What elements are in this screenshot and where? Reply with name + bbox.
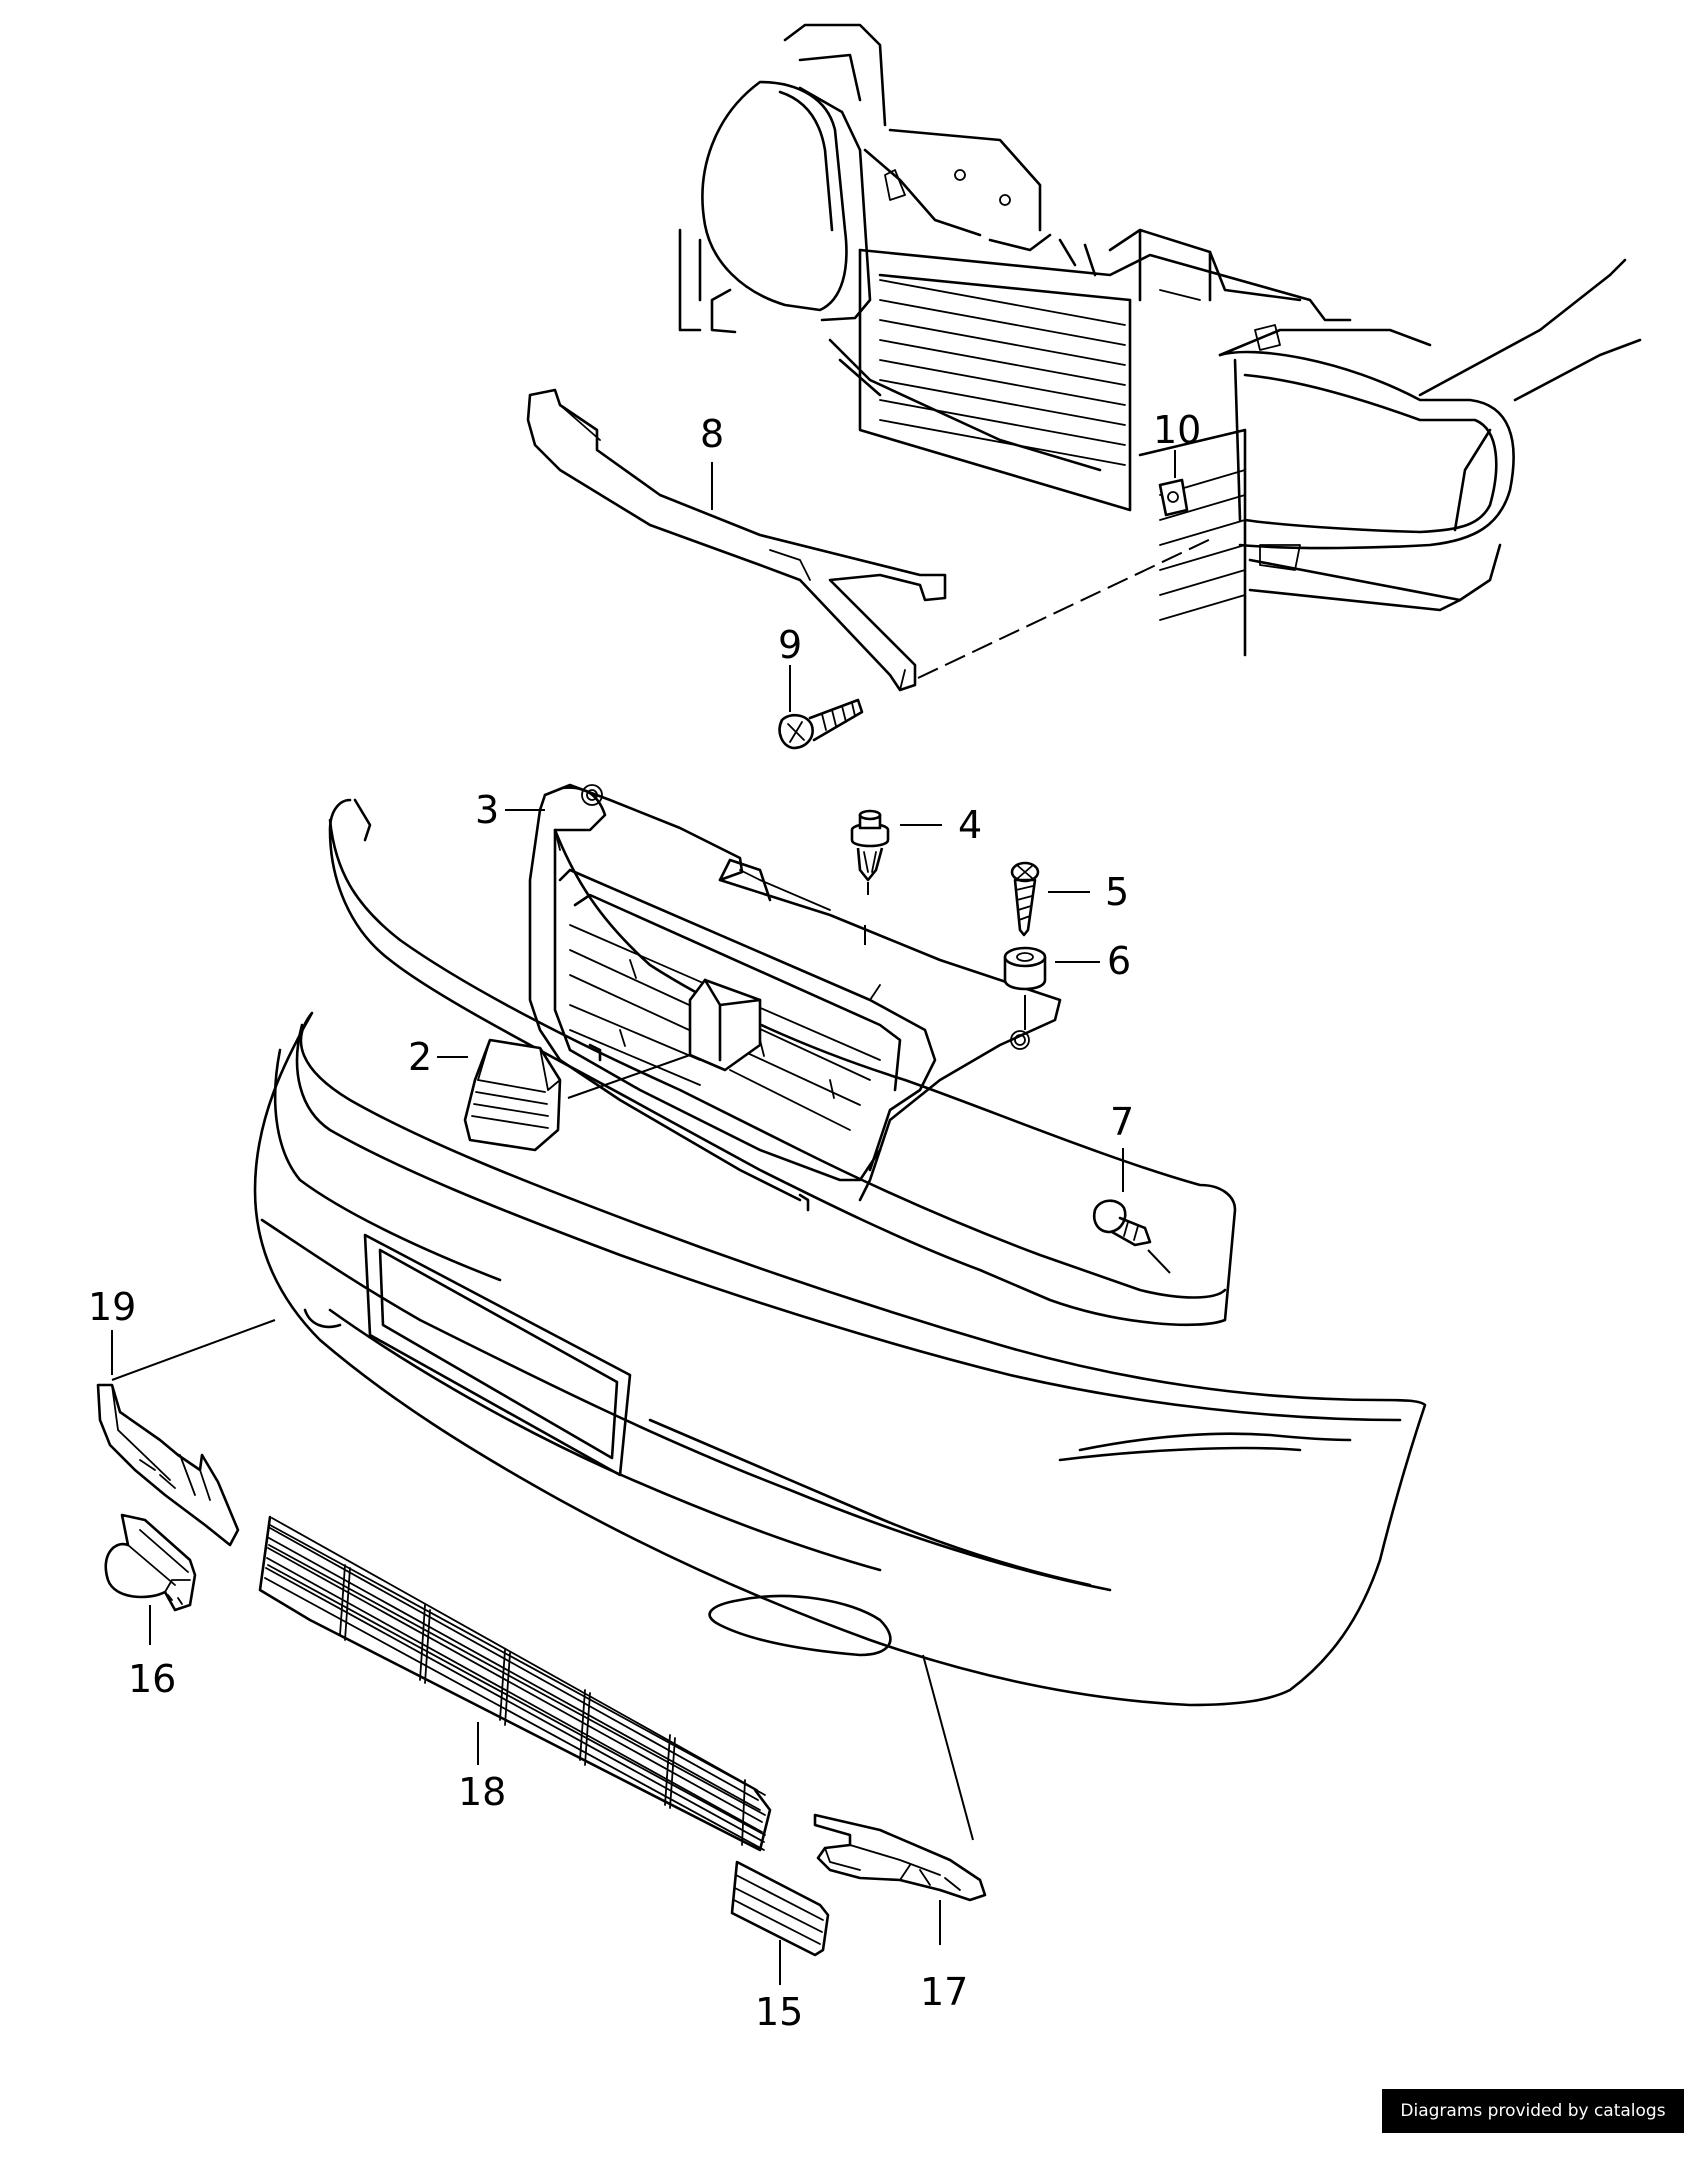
part-17-bracket [813, 1813, 987, 1945]
callout-16: 16 [128, 1657, 176, 1701]
callout-3: 3 [475, 788, 499, 832]
part-6-spacer-sleeve [1003, 946, 1100, 1030]
part-3-radiator-grille [328, 783, 1237, 1327]
part-7-screw [1092, 1148, 1171, 1274]
callout-2: 2 [408, 1035, 432, 1079]
callout-8: 8 [700, 412, 724, 456]
part-5-screw [1010, 861, 1090, 937]
leader-19 [111, 1319, 276, 1381]
callout-10: 10 [1153, 408, 1201, 452]
callout-18: 18 [458, 1770, 506, 1814]
part-15-insert [730, 1860, 830, 1985]
grille-emblem-mount [688, 978, 762, 1072]
callout-15: 15 [755, 1990, 803, 2034]
callout-5: 5 [1105, 870, 1129, 914]
part-2-emblem [437, 1038, 562, 1152]
bumper-cover [253, 1011, 1427, 1841]
parts-diagram: 2 3 4 5 6 7 8 9 10 15 16 17 18 19 [88, 23, 1642, 2034]
callout-6: 6 [1107, 939, 1131, 983]
callout-labels: 2 3 4 5 6 7 8 9 10 15 16 17 18 19 [88, 408, 1201, 2034]
diagram-credit-banner: Diagrams provided by catalogs parts [1382, 2089, 1684, 2165]
part-18-lower-grille [258, 1515, 772, 1852]
part-4-expanding-clip [850, 809, 942, 945]
part-8-lock-carrier [526, 388, 947, 692]
part-16-bracket [104, 1513, 197, 1645]
callout-7: 7 [1110, 1100, 1134, 1144]
assembly-line [917, 536, 1216, 679]
part-9-screw [778, 665, 864, 750]
callout-4: 4 [958, 803, 982, 847]
part-19-bracket [96, 1383, 240, 1547]
vehicle-front-structure [678, 23, 1642, 657]
callout-19: 19 [88, 1285, 136, 1329]
part-10-clip [1158, 450, 1189, 517]
callout-9: 9 [778, 623, 802, 667]
callout-17: 17 [920, 1970, 968, 2014]
